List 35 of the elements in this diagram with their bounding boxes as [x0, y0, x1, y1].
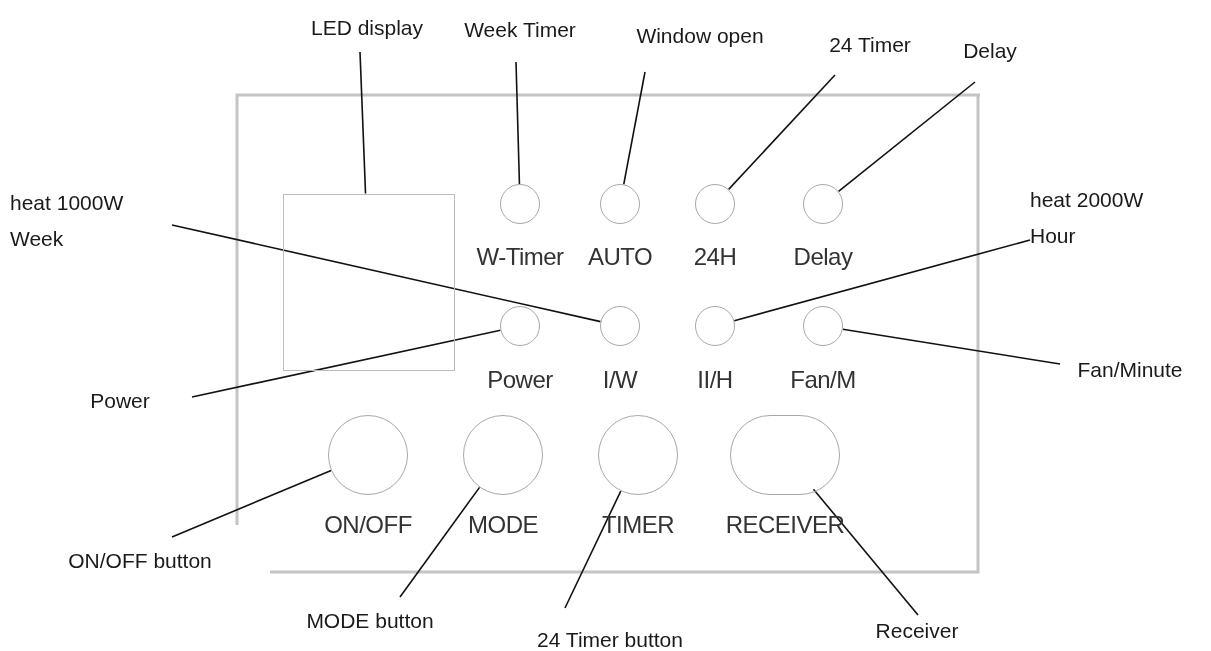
callout-label: heat 1000W Week	[10, 185, 180, 257]
callout-label: Window open	[610, 18, 790, 54]
leader-line	[359, 51, 367, 195]
round-button	[598, 415, 678, 495]
leader-line	[515, 61, 521, 185]
callout-label: Week Timer	[440, 12, 600, 48]
leader-line	[171, 224, 602, 323]
leader-line	[564, 490, 622, 609]
callout-label: 24 Timer button	[510, 622, 710, 651]
leader-line	[399, 486, 481, 598]
leader-line	[727, 74, 836, 191]
callout-label: Receiver	[862, 613, 972, 649]
leader-line	[812, 488, 919, 616]
callout-label: ON/OFF button	[40, 543, 240, 579]
panel-label: Delay	[792, 242, 854, 272]
callout-label: Delay	[950, 33, 1030, 69]
callout-label: 24 Timer	[810, 27, 930, 63]
leader-line	[841, 328, 1061, 365]
panel-label: II/H	[696, 365, 734, 395]
leader-line	[622, 71, 646, 186]
display-window	[283, 193, 455, 371]
callout-label: Fan/Minute	[1055, 352, 1205, 388]
callout-label: LED display	[292, 10, 442, 46]
panel-label: ON/OFF	[323, 510, 413, 540]
leader-line	[171, 469, 332, 538]
leader-line	[733, 239, 1031, 322]
callout-label: MODE button	[280, 603, 460, 639]
leader-line	[837, 81, 976, 193]
panel-label: Power	[486, 365, 554, 395]
callout-label: Power	[70, 383, 170, 419]
panel-label: Fan/M	[789, 365, 857, 395]
panel-label: RECEIVER	[724, 510, 846, 540]
panel-label: MODE	[467, 510, 539, 540]
callout-label: heat 2000W Hour	[1030, 182, 1170, 254]
leader-line	[191, 329, 502, 398]
